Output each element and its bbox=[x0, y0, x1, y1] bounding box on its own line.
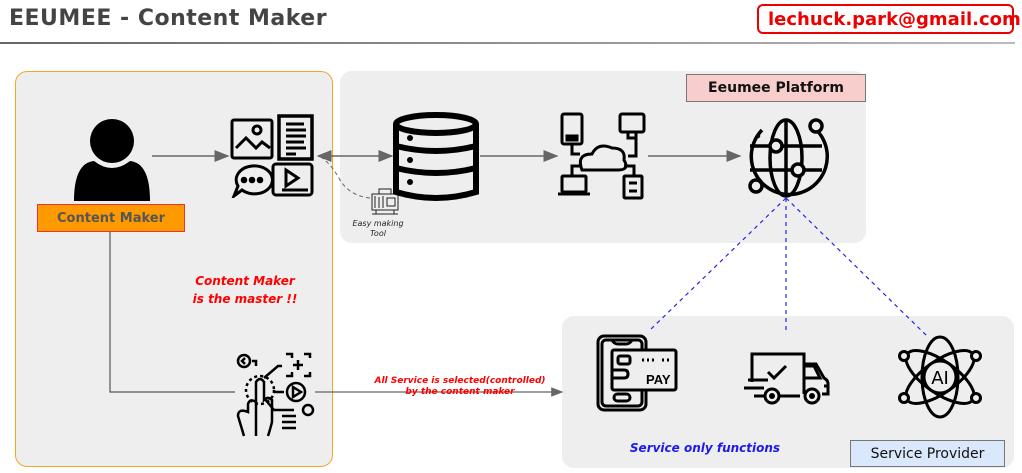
line-maker-to-selector bbox=[109, 232, 235, 393]
ai-atom-icon: AI bbox=[898, 335, 982, 419]
mobile-pay-icon: PAY bbox=[596, 334, 678, 412]
dashed-globe-to-ai bbox=[785, 197, 928, 337]
cloud-network-icon bbox=[558, 112, 646, 200]
connector-note: All Service is selected(controlled) by t… bbox=[374, 376, 546, 397]
service-note: Service only functions bbox=[629, 441, 781, 455]
page-title: EEUMEE - Content Maker bbox=[9, 6, 328, 31]
touch-select-icon bbox=[236, 352, 315, 437]
header-divider bbox=[0, 42, 1015, 44]
platform-label: Eeumee Platform bbox=[686, 74, 866, 102]
dashed-globe-to-pay bbox=[649, 197, 787, 331]
svg-text:PAY: PAY bbox=[646, 372, 671, 387]
user-account-badge[interactable]: lechuck.park@gmail.com bbox=[757, 4, 1021, 34]
tool-label: Easy making Tool bbox=[352, 219, 404, 238]
globe-network-icon bbox=[748, 118, 830, 198]
dashed-tool-link bbox=[321, 157, 371, 199]
service-provider-label: Service Provider bbox=[850, 440, 1005, 467]
user-email: lechuck.park@gmail.com bbox=[768, 8, 1021, 30]
user-silhouette-icon bbox=[74, 119, 150, 201]
database-icon bbox=[393, 112, 479, 201]
content-media-icon bbox=[230, 114, 314, 198]
svg-text:AI: AI bbox=[931, 368, 949, 389]
master-note: Content Maker is the master !! bbox=[192, 274, 298, 306]
delivery-truck-icon bbox=[744, 352, 830, 405]
content-maker-label: Content Maker bbox=[37, 204, 185, 232]
toolbox-icon bbox=[371, 188, 399, 215]
